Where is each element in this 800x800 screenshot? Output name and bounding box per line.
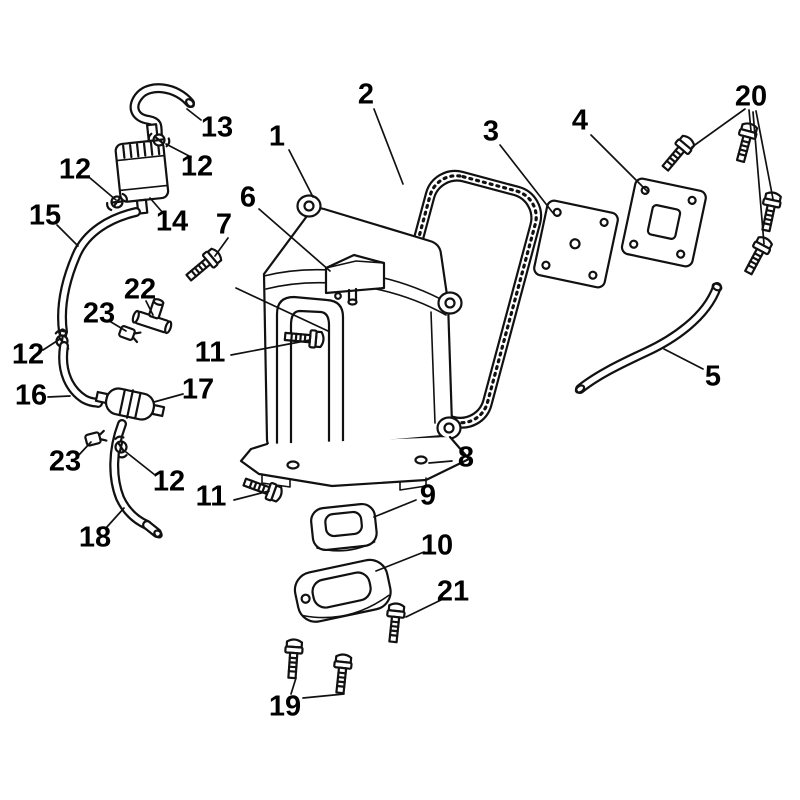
clamp-23-b (83, 429, 108, 448)
part-label-19: 19 (268, 690, 302, 723)
part-label-1: 1 (268, 120, 286, 153)
hose-15 (57, 207, 141, 340)
part-label-23-a: 23 (82, 297, 116, 330)
hose-16 (58, 341, 104, 408)
grommet-9 (310, 502, 378, 552)
part-label-12-b: 12 (58, 153, 92, 186)
part-label-18: 18 (78, 521, 112, 554)
bolt-19-a (282, 637, 305, 680)
part-label-12-d: 12 (152, 465, 186, 498)
breather-tube-5 (574, 282, 723, 394)
mounting-ear-bottom-right (436, 416, 462, 440)
part-label-17: 17 (181, 373, 215, 406)
part-label-12-a: 12 (180, 150, 214, 183)
part-label-6: 6 (239, 181, 257, 214)
base-flange-8 (239, 435, 471, 491)
plate-3 (533, 199, 619, 289)
bolt-19-b (330, 652, 354, 695)
part-label-16: 16 (14, 379, 48, 412)
top-bracket-6 (324, 253, 386, 306)
part-label-9: 9 (419, 479, 437, 512)
part-label-8: 8 (457, 441, 475, 474)
part-label-21: 21 (436, 575, 470, 608)
bolt-21 (383, 601, 407, 644)
part-label-2: 2 (357, 78, 375, 111)
part-label-13: 13 (200, 111, 234, 144)
callout-leader-lines (42, 108, 774, 699)
mounting-ear-top (296, 194, 322, 218)
part-label-14: 14 (155, 205, 189, 238)
part-label-23-b: 23 (48, 445, 82, 478)
part-label-5: 5 (704, 360, 722, 393)
part-label-15: 15 (28, 199, 62, 232)
bolt-11-b (240, 472, 285, 505)
part-label-10: 10 (420, 529, 454, 562)
part-label-3: 3 (482, 115, 500, 148)
part-label-7: 7 (215, 208, 233, 241)
part-label-22: 22 (123, 273, 157, 306)
part-label-20: 20 (734, 80, 768, 113)
mounting-ear-right (437, 291, 463, 315)
part-label-4: 4 (571, 104, 589, 137)
part-label-11-a: 11 (194, 336, 226, 369)
seal-10 (293, 558, 392, 623)
part-label-11-b: 11 (195, 480, 227, 513)
cylinder-head-cover-1 (239, 194, 471, 491)
hose-13 (129, 83, 195, 141)
plate-4 (620, 177, 707, 268)
check-valve-17 (94, 387, 166, 421)
part-label-12-c: 12 (11, 338, 45, 371)
tee-fitting-22 (131, 298, 173, 335)
